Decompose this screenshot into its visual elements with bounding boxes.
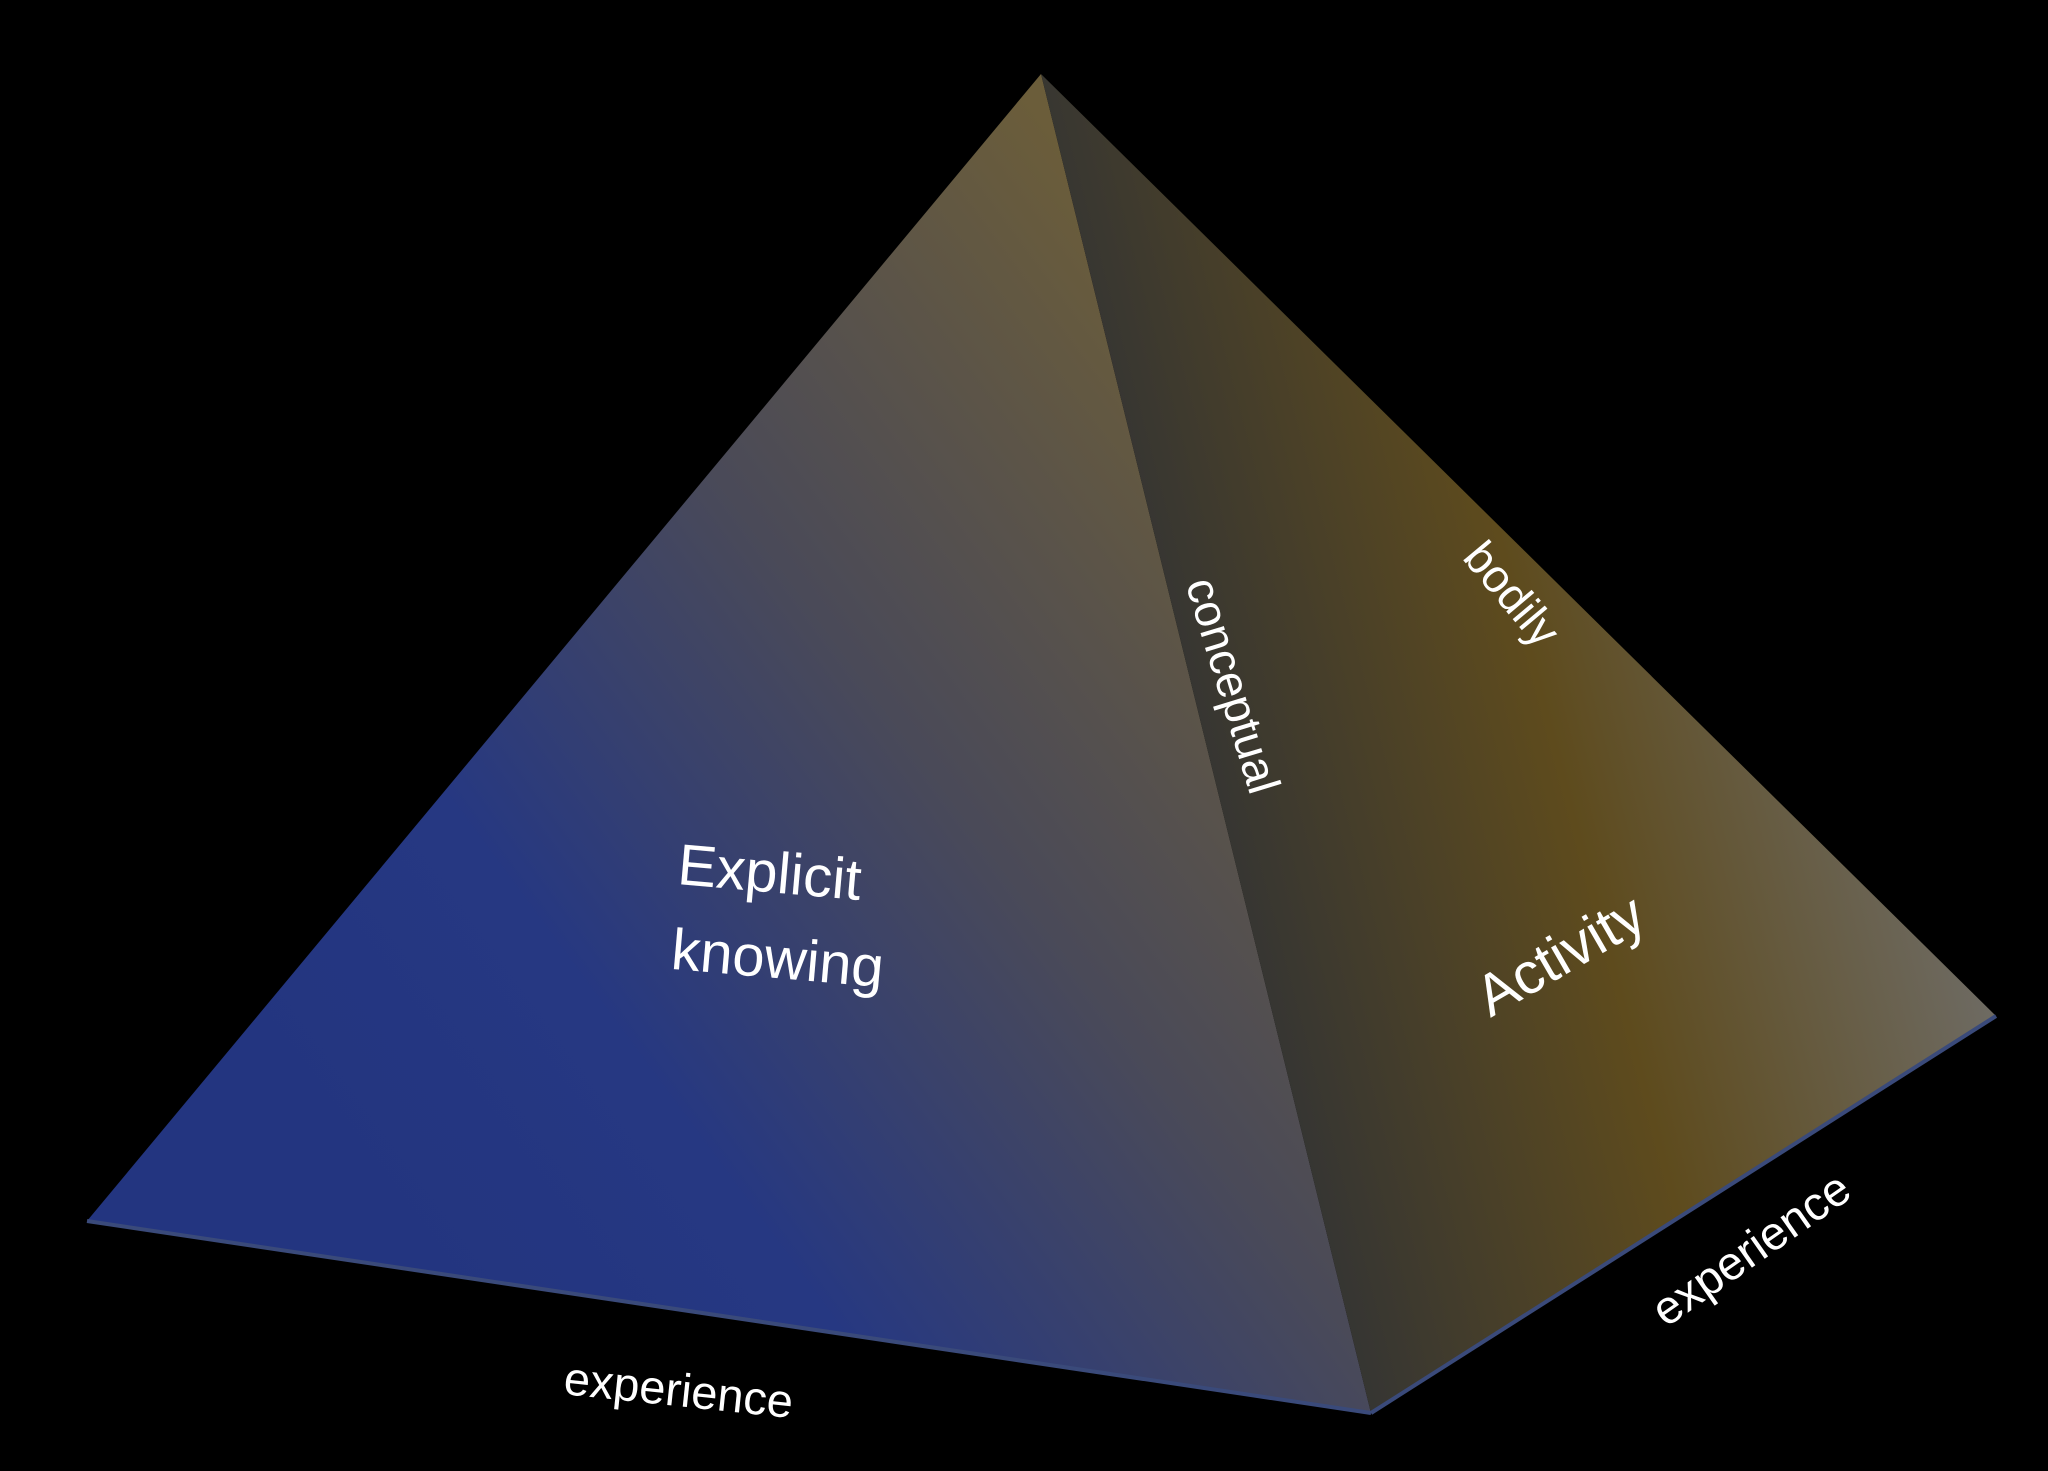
explicit-label: Explicit [675,832,864,913]
right-face [1041,74,1996,1413]
base-edge-right [1369,1014,1998,1415]
left-face [87,74,1371,1413]
base-edge-left [86,1219,1372,1415]
experience-bottom-label: experience [562,1351,796,1428]
